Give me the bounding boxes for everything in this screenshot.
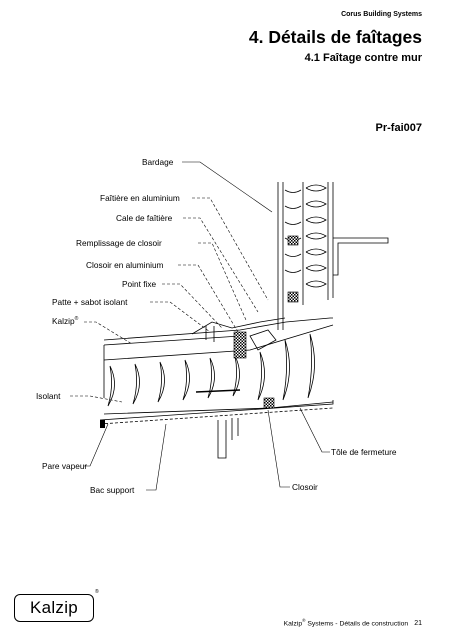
- label-cale: Cale de faîtière: [116, 213, 173, 223]
- closure-profile: [249, 329, 277, 351]
- liner-end-block: [100, 420, 105, 428]
- leader-bac-support: [146, 423, 167, 491]
- leader-tole: [299, 407, 330, 453]
- label-closoir-alu: Closoir en aluminium: [86, 260, 164, 270]
- footer-reg: ®: [302, 618, 306, 623]
- vapour-barrier: [99, 407, 334, 425]
- liner-filler-block: [263, 397, 275, 409]
- label-bac-support: Bac support: [90, 485, 135, 495]
- wall-filler-block: [287, 291, 299, 303]
- label-faitiere: Faîtière en aluminium: [100, 193, 180, 203]
- label-bardage: Bardage: [142, 157, 174, 167]
- page-title: 4. Détails de faîtages: [248, 27, 422, 47]
- leader-bardage: [182, 161, 273, 213]
- leader-cale: [183, 217, 259, 313]
- wall-insulation: [284, 189, 302, 273]
- leader-remplissage: [198, 242, 247, 321]
- ridge-flashing: [191, 317, 286, 335]
- label-isolant: Isolant: [36, 391, 61, 401]
- ridge-filler-block: [233, 331, 247, 359]
- leader-isolant: [70, 395, 123, 403]
- roof-insulation: [107, 333, 315, 407]
- leader-patte: [150, 301, 211, 333]
- leader-kalzip: [84, 321, 133, 345]
- liner-tray: [99, 400, 334, 421]
- wall-insulation: [305, 184, 327, 288]
- leader-faitiere: [192, 197, 269, 301]
- label-patte: Patte + sabot isolant: [52, 297, 128, 307]
- support-profile: [217, 420, 227, 459]
- kalzip-logo: Kalzip: [14, 594, 94, 622]
- logo-registered-mark: ®: [95, 589, 99, 595]
- label-remplissage: Remplissage de closoir: [76, 238, 162, 248]
- label-closoir: Closoir: [292, 482, 318, 492]
- wall-filler-block: [287, 235, 299, 246]
- footer-brand: Kalzip: [283, 620, 303, 628]
- leader-point-fixe: [162, 283, 223, 329]
- company-name: Corus Building Systems: [341, 11, 422, 18]
- page-number: 21: [414, 620, 422, 628]
- section-subtitle: 4.1 Faîtage contre mur: [304, 52, 422, 64]
- leader-closoir: [267, 409, 290, 488]
- roof-sheet-upper: [103, 317, 333, 341]
- label-tole: Tôle de fermeture: [331, 447, 397, 457]
- ridge-detail: [205, 326, 215, 342]
- wall-bracket: [333, 237, 389, 276]
- leader-closoir-alu: [178, 264, 239, 333]
- closure-plate: [195, 389, 241, 393]
- label-pare-vapeur: Pare vapeur: [42, 461, 88, 471]
- roof-sheet-upper: [103, 335, 241, 346]
- drawing-reference: Pr-fai007: [375, 122, 422, 134]
- label-point-fixe: Point fixe: [122, 279, 157, 289]
- label-kalzip: Kalzip®: [52, 316, 79, 326]
- leader-pare-vapeur: [84, 423, 109, 467]
- support-detail: [231, 418, 239, 440]
- footer-text: Systems - Détails de construction: [305, 620, 409, 628]
- page-footer: Kalzip® Systems - Détails de constructio…: [284, 618, 422, 627]
- insulation-top: [103, 324, 334, 361]
